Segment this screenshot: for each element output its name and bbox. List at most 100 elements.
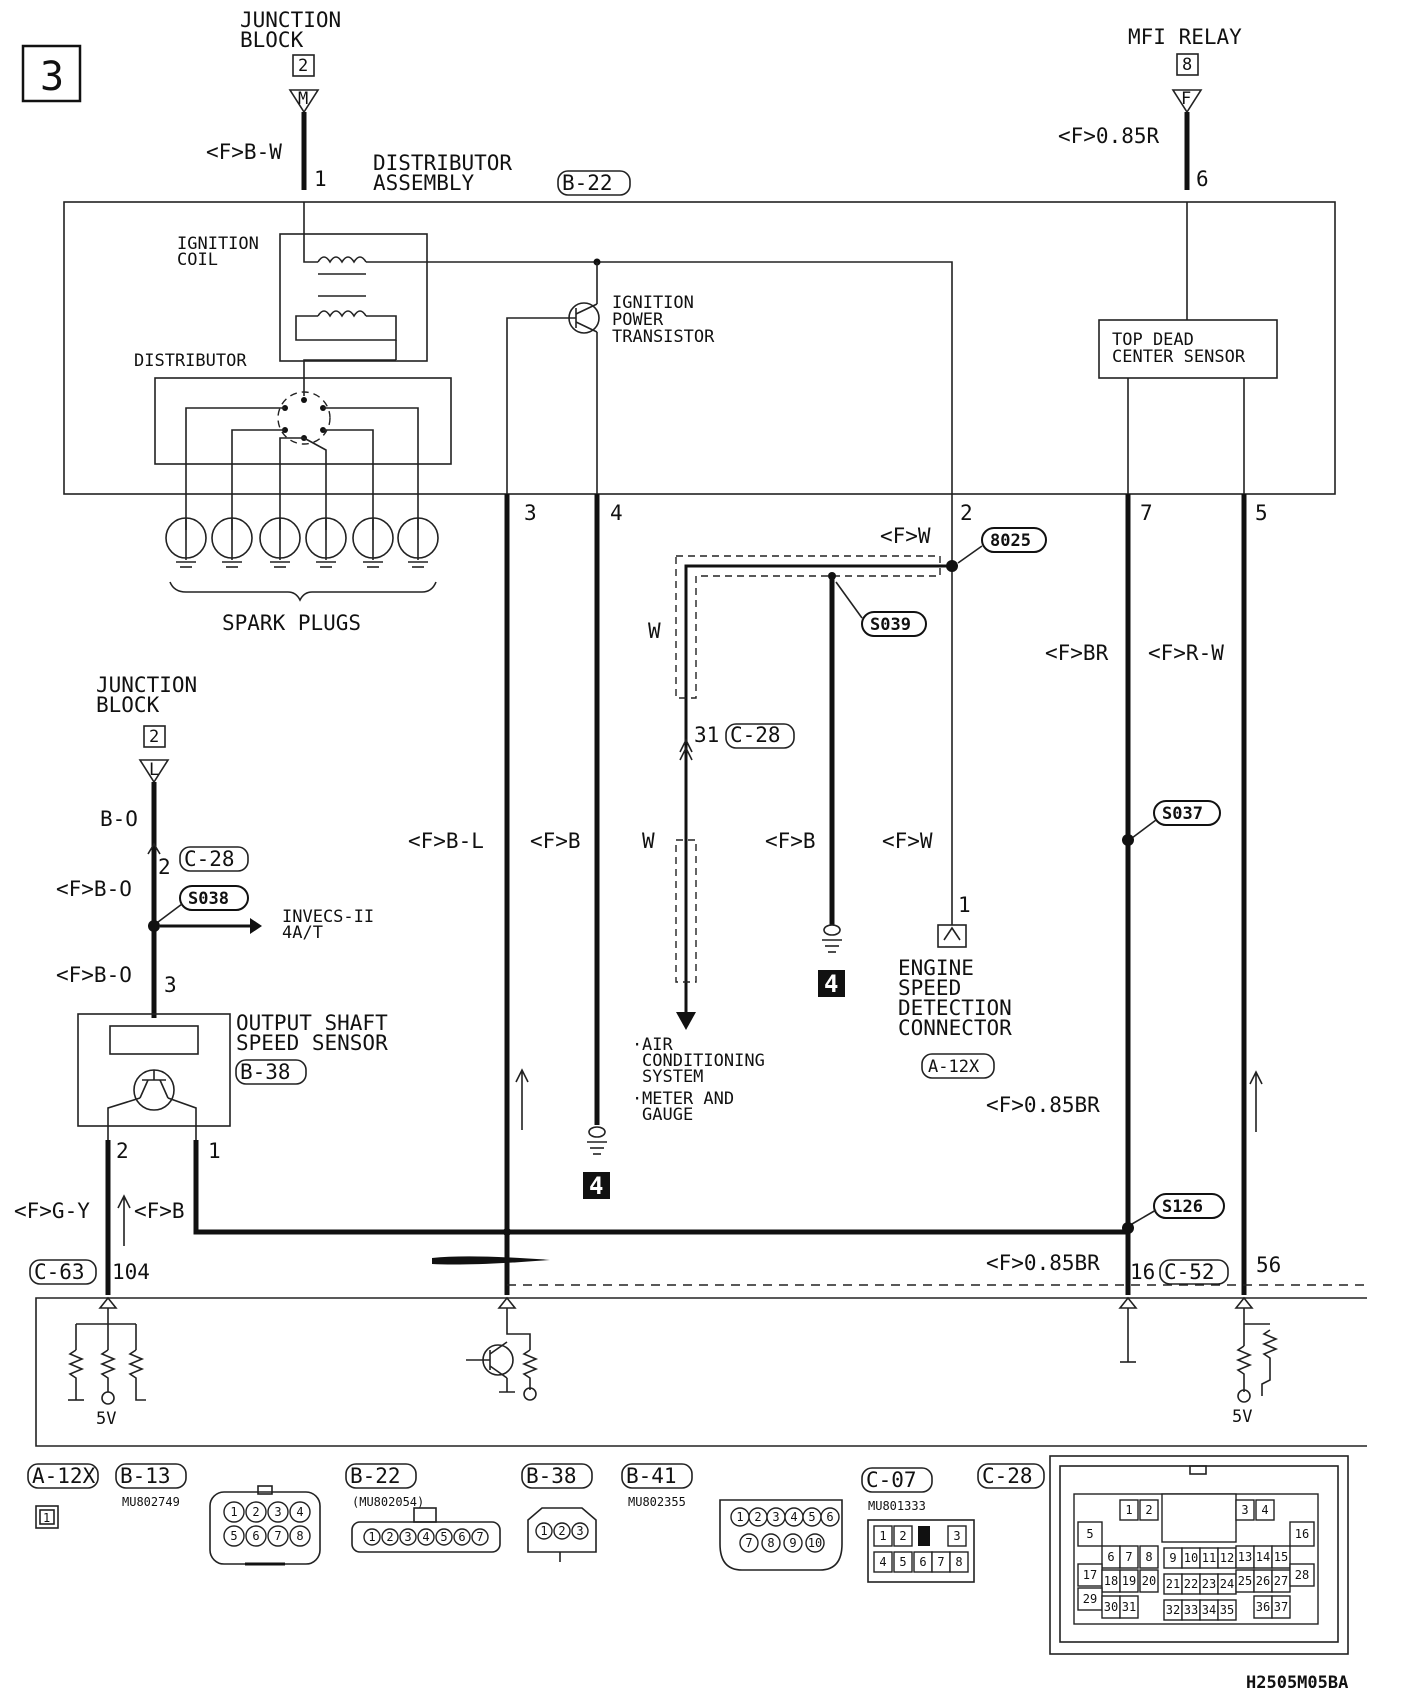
svg-text:30: 30 bbox=[1104, 1600, 1118, 1614]
distributor-assembly: DISTRIBUTOR ASSEMBLY B-22 IGNITION COIL … bbox=[63, 151, 1336, 530]
svg-text:TOP DEAD: TOP DEAD bbox=[1112, 330, 1194, 350]
ground-icon bbox=[587, 1126, 607, 1155]
svg-text:19: 19 bbox=[1122, 1574, 1136, 1588]
svg-text:C-07: C-07 bbox=[866, 1468, 917, 1492]
svg-text:10: 10 bbox=[808, 1536, 822, 1550]
svg-text:MFI RELAY: MFI RELAY bbox=[1128, 25, 1242, 49]
svg-text:26: 26 bbox=[1256, 1574, 1270, 1588]
svg-text:1: 1 bbox=[1125, 1503, 1132, 1517]
connector-pin: 10 bbox=[805, 1533, 825, 1553]
connector-pin: 8 bbox=[1139, 1545, 1159, 1569]
svg-text:2: 2 bbox=[116, 1139, 129, 1163]
output-shaft-sensor bbox=[77, 1013, 231, 1127]
svg-text:8025: 8025 bbox=[990, 531, 1031, 551]
svg-text:ENGINE: ENGINE bbox=[898, 956, 974, 980]
svg-text:3: 3 bbox=[404, 1530, 411, 1544]
svg-text:24: 24 bbox=[1220, 1577, 1234, 1591]
svg-text:METER AND: METER AND bbox=[642, 1089, 734, 1109]
connector-pin: 37 bbox=[1271, 1595, 1291, 1619]
svg-text:A-12X: A-12X bbox=[32, 1464, 96, 1488]
svg-text:C-28: C-28 bbox=[184, 847, 235, 871]
svg-text:S038: S038 bbox=[188, 889, 229, 909]
svg-text:1: 1 bbox=[43, 1511, 50, 1525]
svg-text:4: 4 bbox=[824, 970, 838, 998]
svg-text:1: 1 bbox=[208, 1139, 221, 1163]
svg-text:4: 4 bbox=[589, 1172, 603, 1200]
connector-pin: 3 bbox=[947, 1525, 967, 1547]
svg-text:B-O: B-O bbox=[100, 807, 138, 831]
svg-text:34: 34 bbox=[1202, 1603, 1216, 1617]
connector-pin: 7 bbox=[471, 1528, 489, 1546]
svg-text:5: 5 bbox=[440, 1530, 447, 1544]
svg-text:8: 8 bbox=[955, 1555, 962, 1569]
splice-s126: S126 bbox=[1122, 1193, 1225, 1234]
connector-pin: 2 bbox=[381, 1528, 399, 1546]
spark-plug-icon bbox=[211, 517, 253, 568]
svg-text:21: 21 bbox=[1166, 1577, 1180, 1591]
connector-pin: 8 bbox=[949, 1551, 969, 1573]
svg-text:4: 4 bbox=[422, 1530, 429, 1544]
connector-pin: 34 bbox=[1199, 1599, 1219, 1621]
connector-pin: 23 bbox=[1199, 1573, 1219, 1595]
svg-text:28: 28 bbox=[1295, 1568, 1309, 1582]
svg-text:3: 3 bbox=[1241, 1503, 1248, 1517]
connector-pin: 35 bbox=[1217, 1599, 1237, 1621]
connector-pin: 5 bbox=[435, 1528, 453, 1546]
svg-text:6: 6 bbox=[458, 1530, 465, 1544]
svg-text:25: 25 bbox=[1238, 1574, 1252, 1588]
svg-text:31: 31 bbox=[694, 723, 719, 747]
svg-text:<F>B: <F>B bbox=[765, 829, 816, 853]
svg-text:4A/T: 4A/T bbox=[282, 923, 323, 943]
connector-pin: 6 bbox=[820, 1507, 840, 1527]
svg-text:8: 8 bbox=[296, 1529, 303, 1543]
svg-text:6: 6 bbox=[1107, 1550, 1114, 1564]
svg-text:17: 17 bbox=[1083, 1568, 1097, 1582]
svg-text:TRANSISTOR: TRANSISTOR bbox=[612, 327, 715, 347]
svg-text:7: 7 bbox=[476, 1530, 483, 1544]
connector-pin: 19 bbox=[1119, 1569, 1139, 1593]
svg-text:3: 3 bbox=[524, 501, 537, 525]
tdc-sensor bbox=[1098, 319, 1278, 379]
svg-text:<F>B-O: <F>B-O bbox=[56, 877, 132, 901]
svg-text:8: 8 bbox=[767, 1536, 774, 1550]
svg-text:7: 7 bbox=[1125, 1550, 1132, 1564]
svg-text:5: 5 bbox=[1086, 1527, 1093, 1541]
wires-vertical bbox=[504, 494, 1247, 1295]
svg-text:29: 29 bbox=[1083, 1592, 1097, 1606]
page-number: 3 bbox=[21, 44, 82, 103]
connector-pin: 3 bbox=[1235, 1499, 1255, 1521]
svg-text:MU801333: MU801333 bbox=[868, 1499, 926, 1513]
svg-text:<F>W: <F>W bbox=[882, 829, 933, 853]
svg-text:CENTER SENSOR: CENTER SENSOR bbox=[1112, 347, 1246, 367]
svg-text:<F>B: <F>B bbox=[530, 829, 581, 853]
connector-pin: 8 bbox=[761, 1533, 781, 1553]
ecu-box: C-63 104 16 C-52 56 5V bbox=[29, 1253, 1367, 1447]
svg-text:7: 7 bbox=[937, 1555, 944, 1569]
svg-text:33: 33 bbox=[1184, 1603, 1198, 1617]
spark-plugs: SPARK PLUGS bbox=[165, 517, 439, 635]
connector-pin: 31 bbox=[1119, 1595, 1139, 1619]
svg-text:14: 14 bbox=[1256, 1550, 1270, 1564]
svg-text:5: 5 bbox=[899, 1555, 906, 1569]
svg-text:A-12X: A-12X bbox=[928, 1057, 980, 1077]
spark-plug-icon bbox=[165, 517, 207, 568]
svg-text:S126: S126 bbox=[1162, 1197, 1203, 1217]
shielded-wire bbox=[675, 555, 958, 1030]
connector-pin: 11 bbox=[1199, 1547, 1219, 1569]
connector-pin: 4 bbox=[873, 1551, 893, 1573]
connector-pin: 17 bbox=[1077, 1563, 1103, 1587]
svg-text:<F>B-L: <F>B-L bbox=[408, 829, 484, 853]
svg-text:1: 1 bbox=[230, 1505, 237, 1519]
connector-pin: 4 bbox=[784, 1507, 804, 1527]
left-circuit: JUNCTION BLOCK 2 L B-O 2 C-28 <F>B-O INV… bbox=[56, 673, 1128, 1295]
connector-pin: 5 bbox=[1077, 1521, 1103, 1547]
svg-text:S037: S037 bbox=[1162, 804, 1203, 824]
svg-text:<F>G-Y: <F>G-Y bbox=[14, 1199, 90, 1223]
svg-text:POWER: POWER bbox=[612, 310, 664, 330]
svg-text:<F>R-W: <F>R-W bbox=[1148, 641, 1224, 665]
svg-text:CONDITIONING: CONDITIONING bbox=[642, 1051, 765, 1071]
svg-text:3: 3 bbox=[772, 1510, 779, 1524]
ground-icon bbox=[822, 924, 842, 953]
connector-pin: 6 bbox=[453, 1528, 471, 1546]
svg-text:7: 7 bbox=[1140, 501, 1153, 525]
